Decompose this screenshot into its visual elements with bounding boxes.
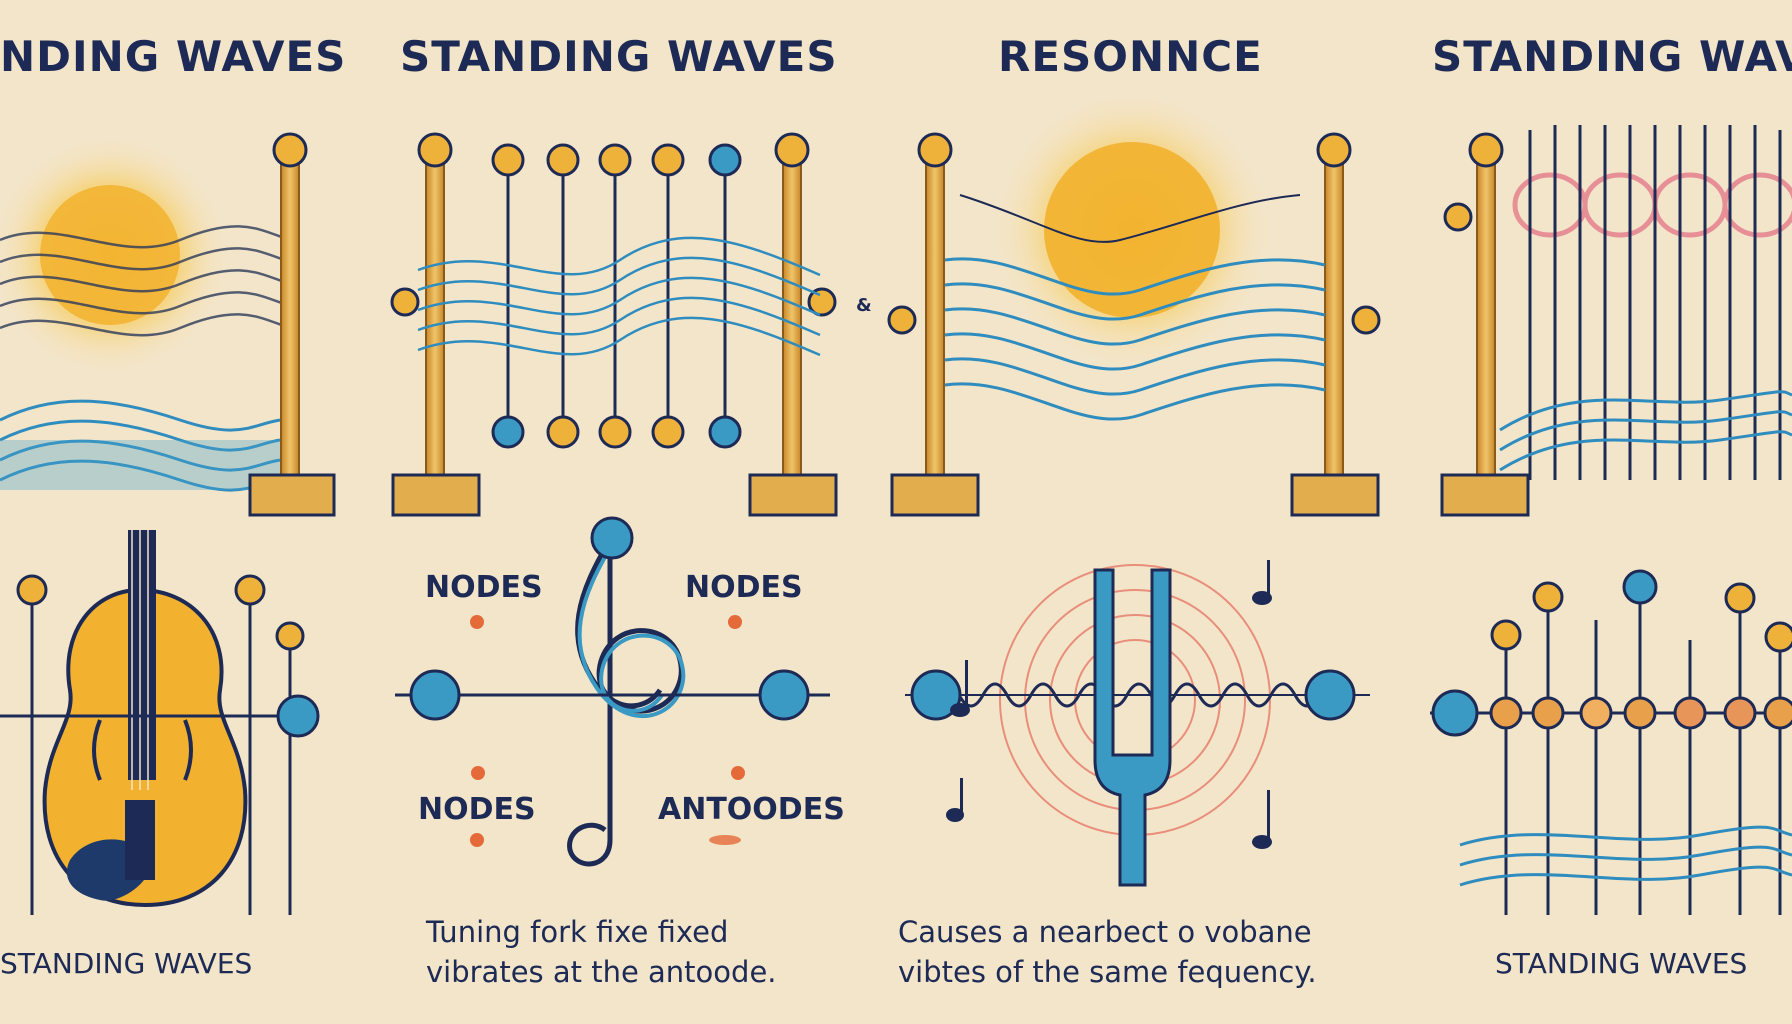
antinode-label-bottom-right: ANTOODES (658, 792, 845, 827)
post (248, 132, 336, 517)
panel-4-title: STANDING WAVE (1432, 32, 1792, 81)
panel-2-title: STANDING WAVES (400, 32, 838, 81)
panel-3-caption-line-2: vibtes of the same fequency. (898, 955, 1317, 989)
sea-waves (1499, 390, 1792, 472)
violin-string-line (0, 590, 300, 915)
panel-3-scene (887, 90, 1381, 887)
string-rods (506, 160, 727, 430)
amp-mark: & (856, 295, 872, 316)
node-label-top-left: NODES (425, 570, 543, 605)
tuning-fork-icon (1093, 568, 1172, 887)
panel-4-scene (1430, 125, 1792, 915)
music-note-icon (946, 560, 1272, 849)
panel-4-bottom-label: STANDING WAVES (1495, 947, 1748, 980)
panel-3-title: RESONNCE (998, 32, 1263, 81)
sea-waves (1459, 825, 1792, 887)
panel-2-scene (390, 132, 838, 867)
panel-3-caption-line-1: Causes a nearbect o vobane (898, 915, 1312, 949)
panel-2-caption: Tuning fork fixe fixed vibrates at the a… (426, 912, 777, 992)
rake-rods (1528, 125, 1782, 480)
panel-1-bottom-label: STANDING WAVES (0, 947, 253, 980)
panel-2-caption-line-2: vibrates at the antoode. (426, 955, 777, 989)
panel-1-title: NDING WAVES (0, 32, 347, 81)
resonance-wave-lines (944, 257, 1326, 421)
bead-rods (1504, 585, 1782, 915)
beads (491, 143, 742, 449)
panel-1-scene (0, 132, 336, 915)
violin-icon (42, 530, 248, 908)
panel-3-caption: Causes a nearbect o vobane vibtes of the… (898, 912, 1317, 992)
node-label-top-right: NODES (685, 570, 803, 605)
standing-wave-lines (417, 236, 821, 357)
node-label-bottom-left: NODES (418, 792, 536, 827)
sun-wave-lines (0, 225, 291, 337)
panel-2-caption-line-1: Tuning fork fixe fixed (426, 915, 729, 949)
